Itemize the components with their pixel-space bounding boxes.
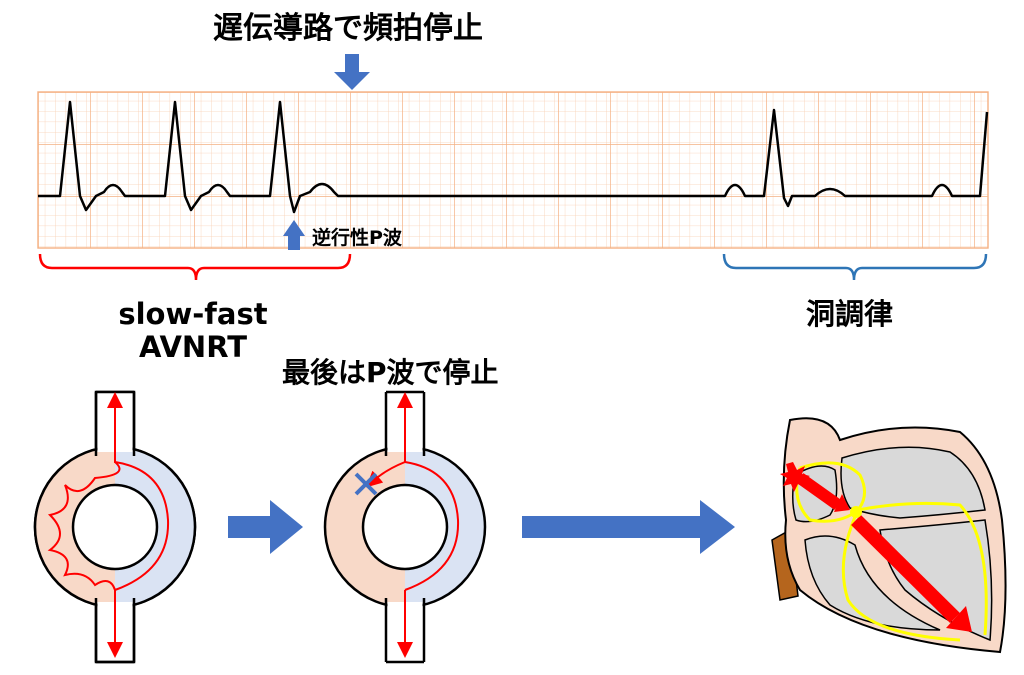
block-x-icon — [354, 472, 378, 496]
ecg-grid — [37, 91, 989, 249]
sinus-rhythm-label: 洞調律 — [806, 297, 894, 331]
ring-center-hole — [71, 483, 159, 571]
ring-diagram-termination — [323, 390, 487, 664]
stop-point-arrow — [334, 54, 370, 90]
avnrt-brace — [38, 253, 352, 281]
ecg-strip — [37, 91, 989, 249]
heart-illustration — [771, 417, 1007, 654]
sinus-node-icon — [780, 462, 810, 492]
last-p-wave-label: 最後はP波で停止 — [282, 356, 499, 389]
retrograde-p-arrow — [283, 220, 305, 250]
arrow-right-1 — [228, 500, 303, 554]
retrograde-p-label: 逆行性P波 — [312, 227, 402, 249]
avnrt-label: slow-fast AVNRT — [118, 297, 268, 365]
ecg-trace — [38, 100, 989, 214]
avnrt-label-line2: AVNRT — [139, 330, 247, 365]
title-slow-pathway-termination: 遅伝導路で頻拍停止 — [213, 11, 483, 46]
conduction-arrow-short — [796, 473, 842, 510]
arrow-right-2 — [522, 500, 735, 554]
ring-diagram-avnrt — [33, 390, 197, 664]
avnrt-label-line1: slow-fast — [118, 297, 268, 331]
av-node — [850, 506, 862, 518]
conduction-arrow-long — [851, 515, 960, 623]
sinus-brace — [722, 253, 988, 281]
